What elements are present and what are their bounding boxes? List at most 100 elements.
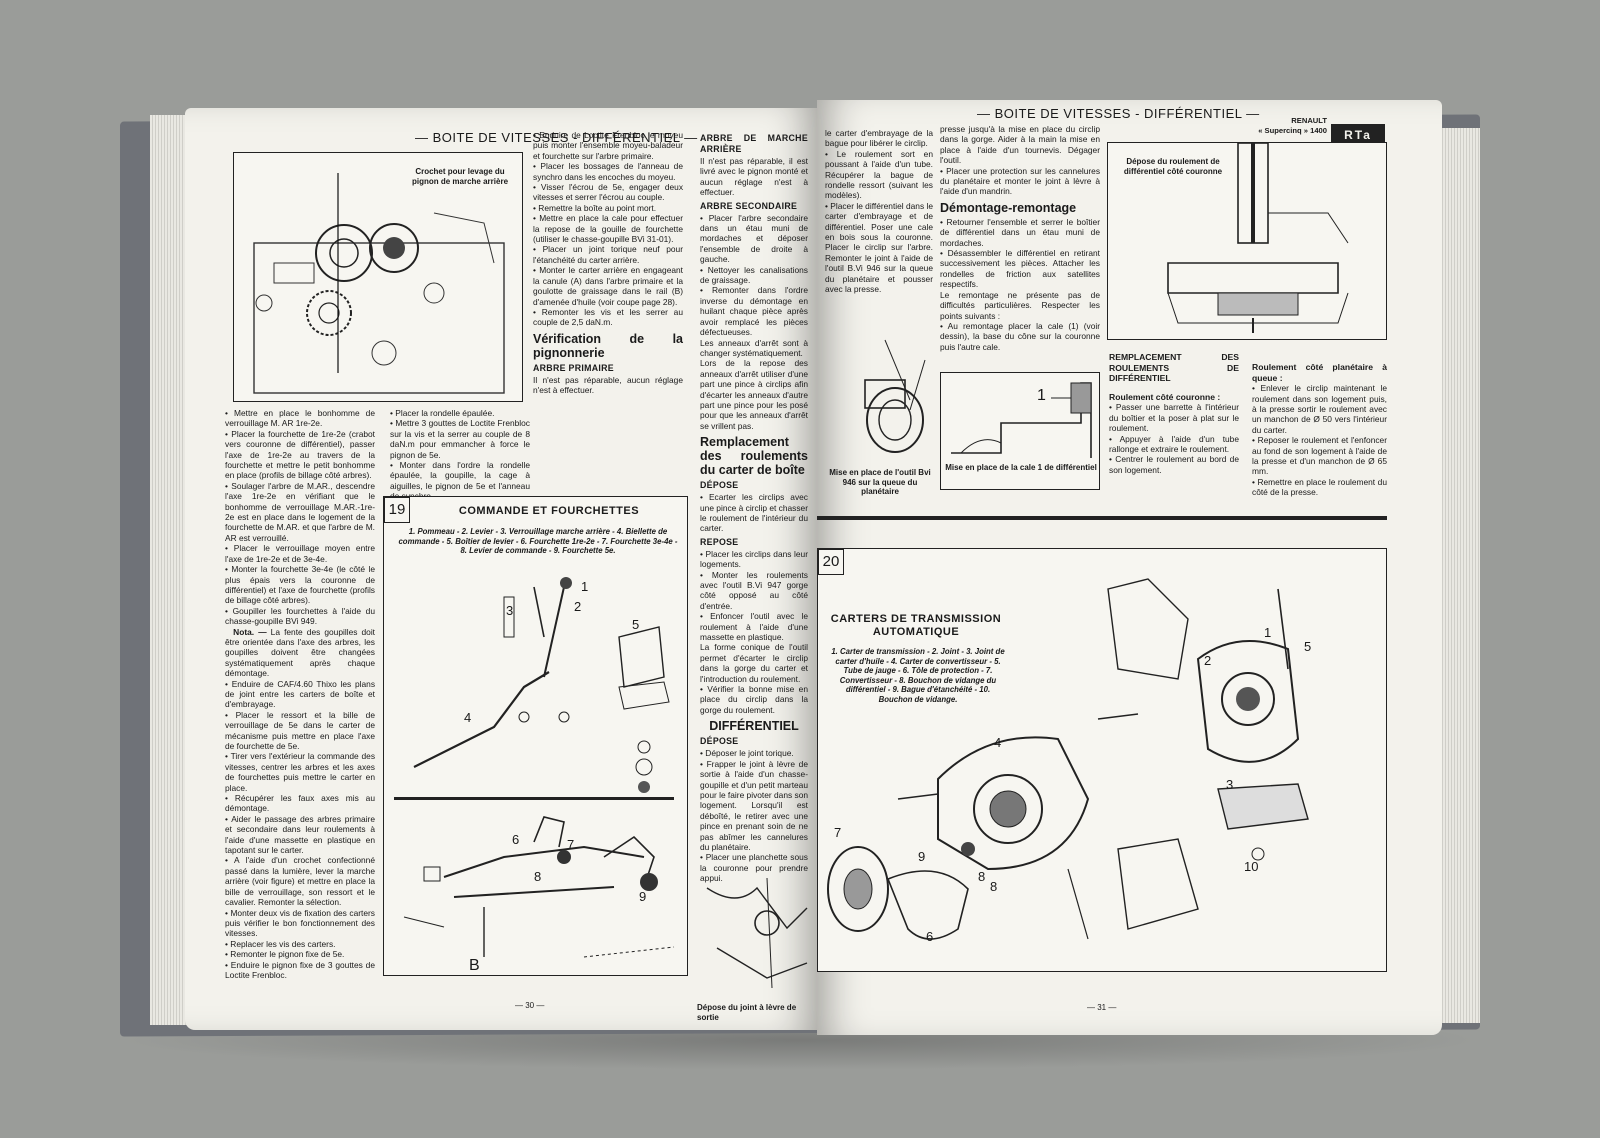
dem-text: Le remontage ne présente pas de difficul… — [940, 289, 1100, 321]
cale-caption: Mise en place de la cale 1 de différenti… — [945, 463, 1097, 472]
rep-p3: Enfoncer l'outil avec le roulement à l'a… — [700, 611, 808, 642]
arbre-sec-heading: ARBRE SECONDAIRE — [700, 200, 798, 211]
rp-heading: Roulement côté planétaire à queue : — [1252, 362, 1387, 383]
panel-19-title: COMMANDE ET FOURCHETTES — [458, 505, 640, 517]
c1b-p5: A l'aide d'un crochet confectionné passé… — [225, 855, 375, 907]
sec-p4: Les anneaux d'arrêt sont à changer systé… — [700, 337, 808, 358]
depose-heading: DÉPOSE — [700, 480, 739, 491]
c2-p2: Visser l'écrou de 5e, engager deux vites… — [533, 182, 683, 203]
p20-label-10: 10 — [1244, 859, 1259, 874]
c1b-p8: Remonter le pignon fixe de 5e. — [225, 949, 375, 959]
cale-drawing — [951, 382, 1092, 458]
r0-p0: le carter d'embrayage de la bague pour l… — [825, 128, 933, 149]
diff-depose-heading: DÉPOSE — [700, 736, 739, 747]
right-page: — BOITE DE VITESSES - DIFFÉRENTIEL — REN… — [817, 100, 1442, 1035]
rep-p1: Placer les circlips dans leur logements. — [700, 549, 808, 570]
p20-label-2: 2 — [1204, 653, 1212, 668]
p20-label-3: 3 — [1226, 777, 1234, 792]
c1-p0: Mettre en place le bonhomme de verrouill… — [225, 408, 375, 429]
sec-p5: Lors de la repose des anneaux d'arrêt ut… — [700, 358, 808, 431]
roulement-drawing — [1167, 142, 1349, 333]
rp-p1: Reposer le roulement et l'enfoncer au fo… — [1252, 435, 1387, 477]
right-column-0: le carter d'embrayage de la bague pour l… — [825, 128, 933, 295]
p20-label-8b: 8 — [990, 879, 998, 894]
c2t-p0: Placer la rondelle épaulée. — [390, 408, 530, 418]
c1-note: Nota. — La fente des goupilles doit être… — [225, 627, 375, 679]
r1-p0: presse jusqu'à la mise en place du circl… — [940, 124, 1100, 166]
p20-label-7: 7 — [834, 825, 842, 840]
arbre-mar-text: Il n'est pas réparable, il est livré ave… — [700, 156, 808, 198]
rep-p5: Vérifier la bonne mise en place du circl… — [700, 684, 808, 715]
r1-p1: Placer une protection sur les cannelures… — [940, 166, 1100, 197]
figure-cale: 1 Mise en place de la cale 1 de différen… — [940, 372, 1100, 490]
r0-p2: Placer le différentiel dans le carter d'… — [825, 201, 933, 295]
rempl-column-left: REMPLACEMENT DES ROULEMENTS DE DIFFÉRENT… — [1109, 352, 1239, 475]
c2-p5: Placer un joint torique neuf pour l'étan… — [533, 244, 683, 265]
cale-label-1: 1 — [1037, 387, 1046, 404]
c2-p3: Remettre la boîte au point mort. — [533, 203, 683, 213]
model-name: « Supercinq » 1400 — [1258, 126, 1327, 135]
rc-p0: Passer une barrette à l'intérieur du boî… — [1109, 402, 1239, 433]
c2-p7: Remonter les vis et les serrer au couple… — [533, 307, 683, 328]
c1-p3: Placer le verrouillage moyen entre l'axe… — [225, 543, 375, 564]
tool-bvi946-drawing — [864, 339, 926, 453]
c1b-p0: Enduire de CAF/4.60 Thixo les plans de j… — [225, 679, 375, 710]
left-column-2-bottom: Placer la rondelle épaulée. Mettre 3 gou… — [390, 408, 530, 502]
automatic-transmission-drawing — [827, 578, 1309, 940]
p20-label-9: 9 — [918, 849, 926, 864]
rempl-column-right: Roulement côté planétaire à queue : Enle… — [1252, 362, 1387, 498]
dep-p1: Ecarter les circlips avec une pince à ci… — [700, 492, 808, 534]
p20-label-6: 6 — [926, 929, 934, 944]
panel-19: 19 COMMANDE ET FOURCHETTES 1. Pommeau - … — [383, 496, 688, 976]
diff-p2: Frapper le joint à lèvre de sortie à l'a… — [700, 759, 808, 853]
diff-p3: Placer une planchette sous la couronne p… — [700, 852, 808, 883]
p19-label-6: 6 — [512, 832, 520, 847]
c1-p4: Monter la fourchette 3e-4e (le côté le p… — [225, 564, 375, 606]
right-column-1: presse jusqu'à la mise en place du circl… — [940, 124, 1100, 352]
panel-20: 20 CARTERS DE TRANSMISSION AUTOMATIQUE 1… — [817, 548, 1387, 972]
roulement-caption: Dépose du roulement de différentiel côté… — [1123, 157, 1223, 176]
rc-p2: Centrer le roulement au bord de son loge… — [1109, 454, 1239, 475]
diff-p1: Déposer le joint torique. — [700, 748, 808, 758]
seal-removal-caption: Dépose du joint à lèvre de sortie — [697, 1003, 797, 1022]
c2t-p1: Mettre 3 gouttes de Loctite Frenbloc sur… — [390, 418, 530, 460]
p20-label-5: 5 — [1304, 639, 1312, 654]
gearbox-drawing — [253, 173, 505, 394]
c1b-p7: Replacer les vis des carters. — [225, 939, 375, 949]
c1-note-text: La fente des goupilles doit être orienté… — [225, 626, 376, 679]
c1b-p9: Enduire le pignon fixe de 3 gouttes de L… — [225, 960, 375, 981]
p19-label-b: B — [469, 957, 480, 974]
p20-label-4: 4 — [994, 735, 1002, 750]
sec-p2: Nettoyer les canalisations de graissage. — [700, 265, 808, 286]
rc-heading: Roulement côté couronne : — [1109, 391, 1221, 402]
rp-p0: Enlever le circlip maintenant le rouleme… — [1252, 383, 1387, 435]
rp-p2: Remettre en place le roulement du côté d… — [1252, 477, 1387, 498]
brand-block: RENAULT « Supercinq » 1400 — [1247, 116, 1327, 136]
shift-linkage-drawing — [403, 577, 675, 958]
page-edges-right — [1440, 128, 1480, 1023]
rep-p2: Monter les roulements avec l'outil B.Vi … — [700, 570, 808, 612]
figure-lifting-hook-caption: Crochet pour levage du pignon de marche … — [411, 167, 509, 186]
p20-label-8a: 8 — [978, 869, 986, 884]
p19-label-2: 2 — [574, 599, 582, 614]
rta-logo: RTa — [1331, 124, 1385, 144]
figure-lifting-hook: Crochet pour levage du pignon de marche … — [233, 152, 523, 402]
left-column-2: Enduire de Loctite Frenbloc le moyeu pui… — [533, 130, 683, 396]
roulements-heading: Remplacement des roulements du carter de… — [700, 435, 808, 478]
verification-heading: Vérification de la pignonnerie — [533, 331, 683, 360]
c1b-p4: Aider le passage des arbres primaire et … — [225, 814, 375, 856]
rempl-heading: REMPLACEMENT DES ROULEMENTS DE DIFFÉRENT… — [1109, 352, 1239, 384]
c1-p1: Placer la fourchette de 1re-2e (crabot v… — [225, 429, 375, 481]
c1b-p6: Monter deux vis de fixation des carters … — [225, 908, 375, 939]
differentiel-heading: DIFFÉRENTIEL — [709, 719, 799, 734]
left-column-3: ARBRE DE MARCHE ARRIÈRE Il n'est pas rép… — [700, 130, 808, 884]
c1b-p3: Récupérer les faux axes mis au démontage… — [225, 793, 375, 814]
right-running-head: — BOITE DE VITESSES - DIFFÉRENTIEL — — [977, 106, 1260, 121]
left-page: — BOITE DE VITESSES - DIFFÉRENTIEL — Cro… — [185, 108, 817, 1030]
c1-p2: Soulager l'arbre de M.AR., descendre l'a… — [225, 481, 375, 543]
c2-p4: Mettre en place la cale pour effectuer l… — [533, 213, 683, 244]
c1b-p1: Placer le ressort et la bille de verroui… — [225, 710, 375, 752]
c1b-p2: Tirer vers l'extérieur la commande des v… — [225, 751, 375, 793]
c1-note-label: Nota. — — [233, 626, 267, 637]
brand-name: RENAULT — [1291, 116, 1327, 125]
